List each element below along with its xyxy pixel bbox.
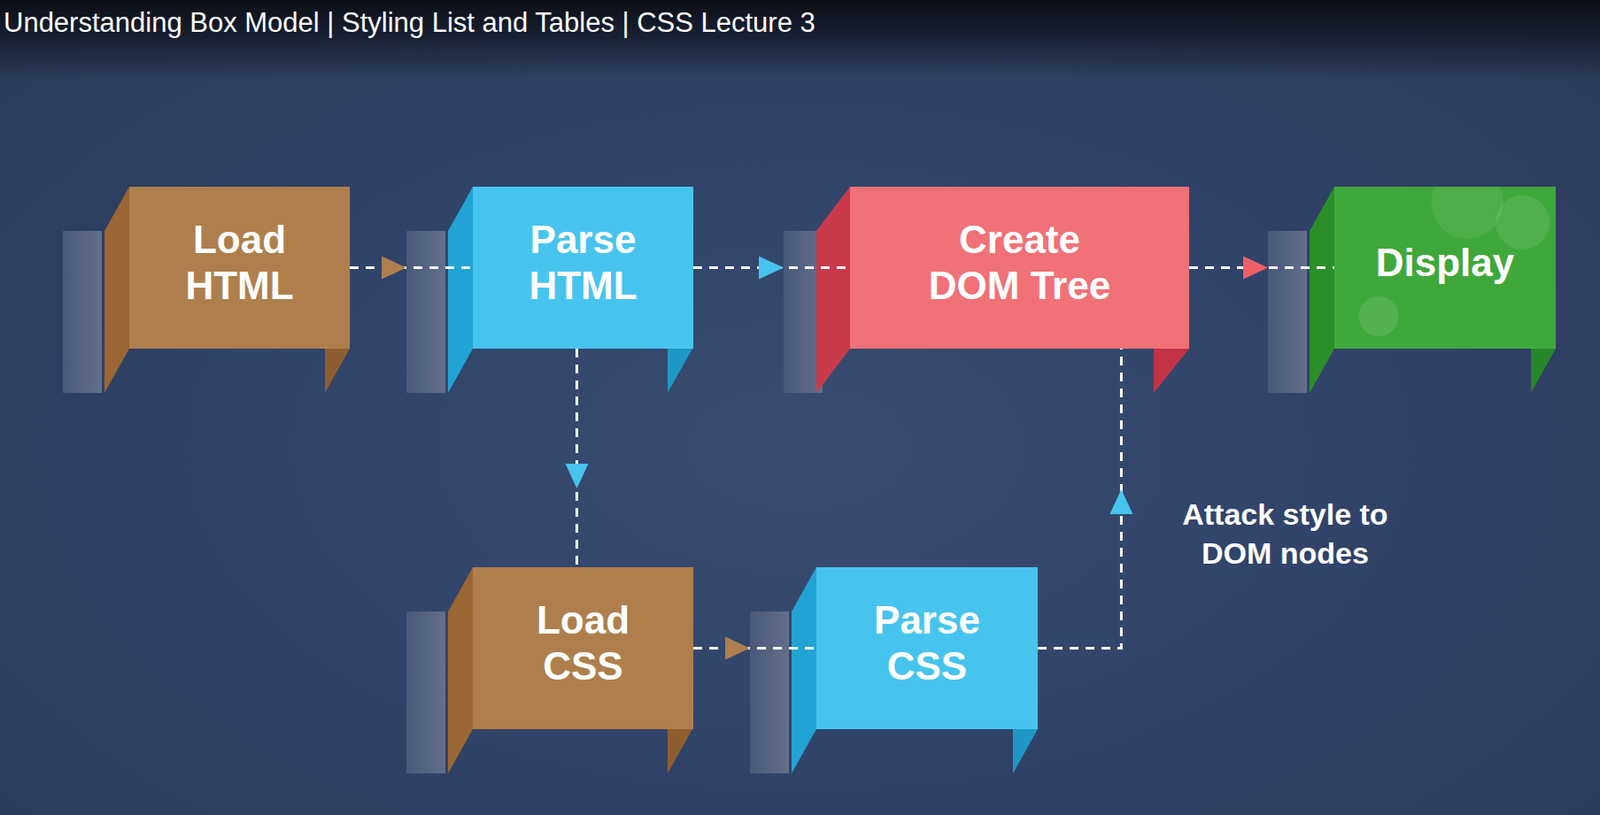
flow-arrow (349, 256, 473, 280)
ribbon-fold (791, 567, 817, 774)
flow-arrow (693, 637, 817, 661)
ribbon-tab (1012, 729, 1038, 774)
ribbon-fold (448, 567, 473, 774)
process-ribbon-box: Parse HTML (472, 186, 694, 349)
box-label: Parse HTML (508, 216, 659, 310)
ribbon-tab (667, 348, 693, 394)
box-label: Load CSS (508, 597, 659, 690)
flow-arrow (565, 348, 589, 568)
ribbon-tab (324, 348, 350, 394)
ribbon-fold (104, 186, 130, 394)
ribbon-tab (1530, 348, 1556, 394)
box-label: Parse CSS (851, 597, 1003, 690)
process-ribbon-box: Create DOM Tree (850, 186, 1190, 349)
ribbon-tab (1153, 348, 1190, 394)
video-title: Understanding Box Model | Styling List a… (3, 7, 816, 39)
ribbon-fold (816, 186, 851, 394)
pillar (406, 611, 446, 774)
process-ribbon-box: Parse CSS (816, 567, 1038, 730)
ribbon-fold (448, 186, 473, 394)
process-ribbon-box: Load HTML (129, 186, 350, 349)
box-label: Display (1375, 239, 1515, 286)
edge-label: Attack style to DOM nodes (1169, 494, 1400, 573)
box-label: Create DOM Tree (913, 216, 1127, 310)
process-ribbon-box: Display (1334, 186, 1556, 349)
pillar (749, 611, 789, 774)
flow-arrow (693, 256, 851, 280)
pillar (406, 231, 446, 394)
ribbon-fold (1309, 186, 1335, 394)
flow-arrow (1189, 256, 1335, 280)
pillar (62, 231, 102, 394)
process-ribbon-box: Load CSS (472, 567, 694, 730)
box-label: Load HTML (164, 216, 316, 310)
pillar (1267, 231, 1307, 394)
flow-arrow (1037, 348, 1133, 650)
ribbon-tab (667, 729, 693, 774)
